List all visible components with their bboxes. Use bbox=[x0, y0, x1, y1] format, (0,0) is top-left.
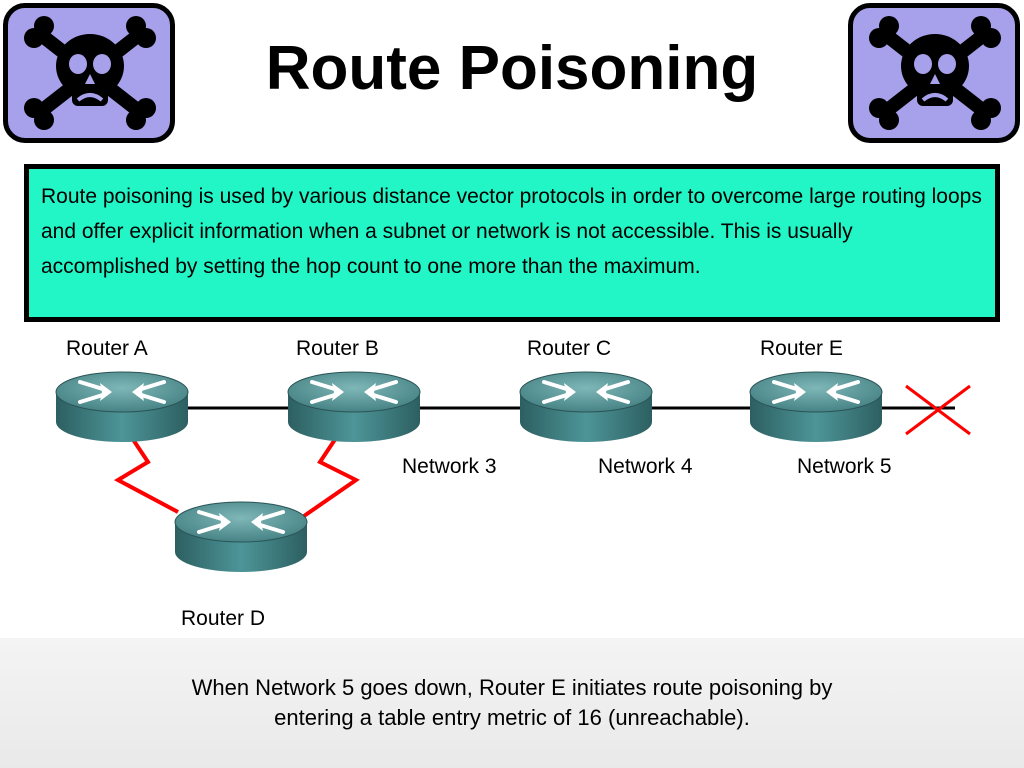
network-4-label: Network 4 bbox=[598, 455, 693, 478]
skull-crossbones-icon-left bbox=[3, 3, 175, 143]
router-a-label: Router A bbox=[66, 337, 148, 360]
caption-line-1: When Network 5 goes down, Router E initi… bbox=[191, 675, 833, 700]
description-box: Route poisoning is used by various dista… bbox=[24, 164, 1000, 322]
network-diagram bbox=[54, 370, 971, 574]
router-d-icon bbox=[173, 500, 309, 574]
x-mark-icon bbox=[905, 384, 971, 436]
serial-link-b-d bbox=[302, 436, 360, 518]
router-d-label: Router D bbox=[181, 607, 266, 630]
router-a-icon bbox=[54, 370, 190, 444]
router-e-label: Router E bbox=[760, 337, 843, 360]
network-3-label: Network 3 bbox=[402, 455, 497, 478]
caption: When Network 5 goes down, Router E initi… bbox=[0, 673, 1024, 733]
router-c-label: Router C bbox=[527, 337, 612, 360]
router-e-icon bbox=[748, 370, 884, 444]
router-c-icon bbox=[518, 370, 654, 444]
page-title: Route Poisoning bbox=[265, 34, 759, 103]
serial-link-a-d bbox=[113, 436, 179, 514]
router-b-label: Router B bbox=[296, 337, 379, 360]
router-b-icon bbox=[286, 370, 422, 444]
caption-line-2: entering a table entry metric of 16 (unr… bbox=[274, 705, 750, 730]
caption-band bbox=[0, 638, 1024, 768]
network-5-label: Network 5 bbox=[797, 455, 892, 478]
skull-crossbones-icon-right bbox=[848, 3, 1020, 143]
